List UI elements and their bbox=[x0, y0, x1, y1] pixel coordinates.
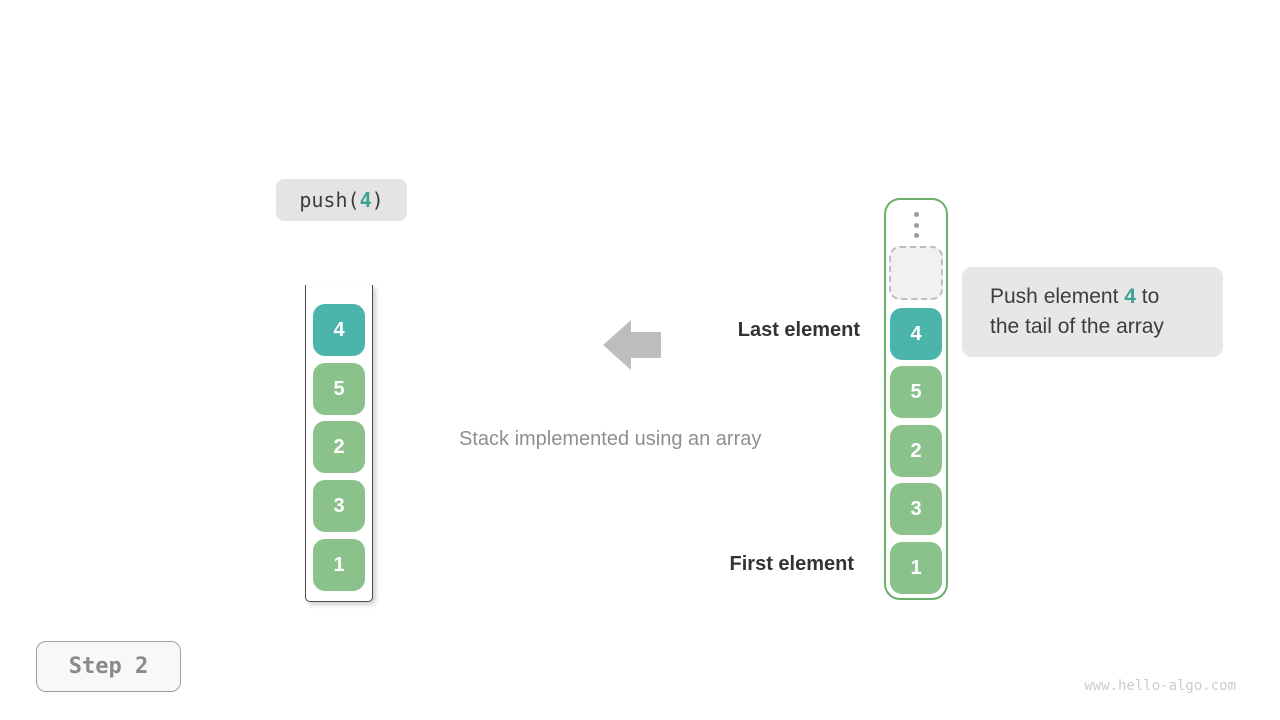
tooltip-text: to bbox=[1135, 285, 1160, 308]
tooltip-value: 4 bbox=[1124, 285, 1136, 308]
stack-cell: 5 bbox=[313, 363, 365, 415]
tooltip-text: the tail of the array bbox=[990, 315, 1164, 338]
push-operation-argument: 4 bbox=[359, 188, 372, 212]
last-element-label: Last element bbox=[737, 319, 860, 341]
array-cell: 3 bbox=[890, 483, 942, 535]
stack-cell: 2 bbox=[313, 421, 365, 473]
stack-cell: 3 bbox=[313, 480, 365, 532]
array-cell: 4 bbox=[890, 308, 942, 360]
stack-cell: 4 bbox=[313, 304, 365, 356]
push-operation-label: push(4) bbox=[276, 179, 407, 221]
watermark-url: www.hello-algo.com bbox=[1084, 678, 1236, 694]
dot bbox=[913, 212, 919, 217]
stack-cell: 1 bbox=[313, 539, 365, 591]
array-cell: 2 bbox=[890, 425, 942, 477]
push-tooltip: Push element 4 to the tail of the array bbox=[962, 267, 1223, 357]
first-element-label: First element bbox=[729, 553, 854, 575]
push-operation-suffix: ) bbox=[371, 188, 384, 212]
stack-container: 4 5 2 3 1 bbox=[305, 285, 373, 602]
left-arrow-icon bbox=[603, 320, 661, 370]
dot bbox=[913, 233, 919, 238]
array-cell: 5 bbox=[890, 366, 942, 418]
push-operation-prefix: push( bbox=[299, 188, 360, 212]
empty-array-slot bbox=[889, 246, 943, 300]
tooltip-text: Push element bbox=[990, 285, 1125, 308]
vertical-ellipsis-icon bbox=[913, 212, 919, 238]
array-container: 4 5 2 3 1 bbox=[884, 198, 948, 600]
diagram-caption: Stack implemented using an array bbox=[459, 428, 762, 450]
dot bbox=[913, 222, 919, 228]
array-cell: 1 bbox=[890, 542, 942, 594]
step-badge: Step 2 bbox=[36, 641, 181, 692]
